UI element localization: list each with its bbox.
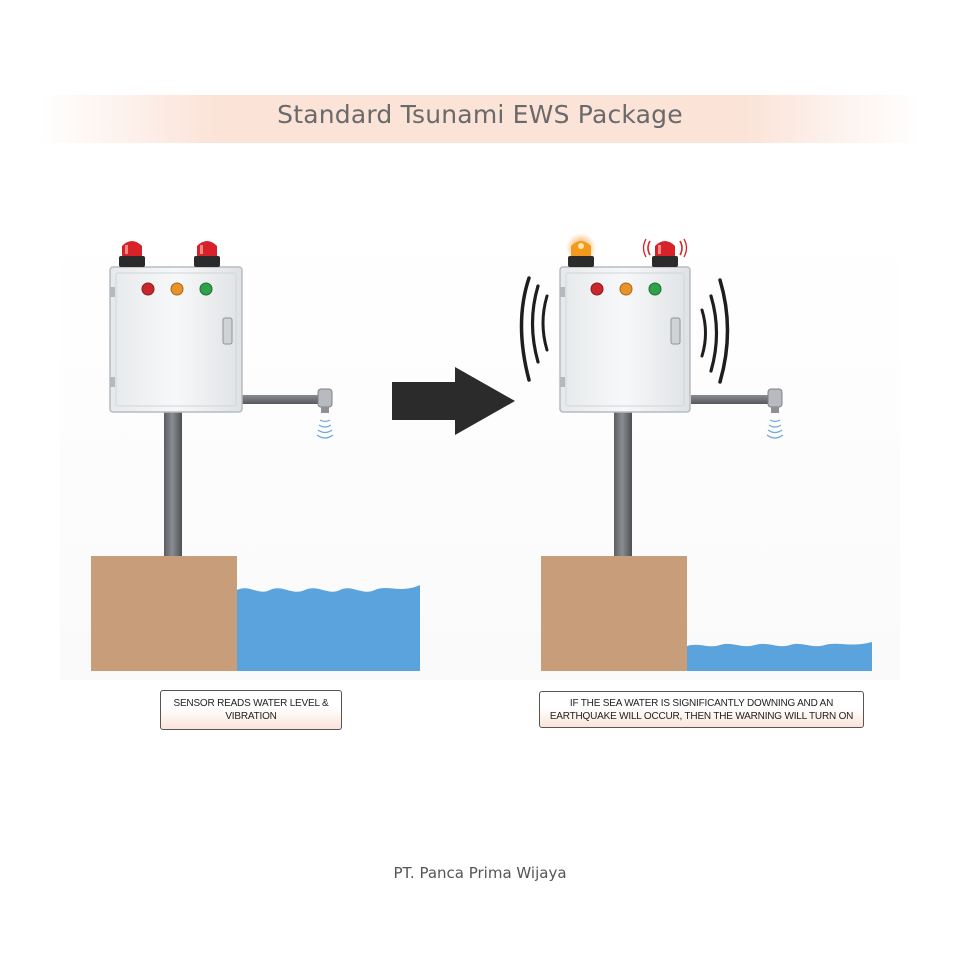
beacon-left-off: [119, 241, 145, 267]
indicator-orange: [619, 282, 633, 296]
beacon-right-off: [194, 241, 220, 267]
control-cabinet: [559, 266, 691, 413]
ground-block: [91, 556, 237, 671]
indicator-green: [199, 282, 213, 296]
caption-before: SENSOR READS WATER LEVEL & VIBRATION: [160, 690, 342, 730]
sensor-signal-icon: [766, 419, 784, 439]
right-arrow-icon: [392, 367, 515, 435]
sensor-arm: [691, 395, 773, 404]
cabinet-handle: [670, 317, 681, 345]
pole: [164, 410, 182, 558]
sensor-signal-icon: [316, 419, 334, 439]
sensor-nozzle: [771, 407, 779, 413]
cabinet-handle: [222, 317, 233, 345]
vibration-waves-icon: [519, 276, 730, 384]
hinge: [110, 287, 115, 297]
sea-water-low: [687, 642, 872, 671]
sensor-arm: [241, 395, 323, 404]
control-cabinet: [109, 266, 243, 413]
page-title: Standard Tsunami EWS Package: [277, 100, 683, 129]
beacon-right-on: [642, 238, 688, 267]
beacon-left-on: [566, 233, 596, 267]
sensor-head: [767, 388, 783, 408]
hinge: [560, 377, 565, 387]
hinge: [560, 287, 565, 297]
company-name: PT. Panca Prima Wijaya: [393, 864, 567, 882]
scene-after: [519, 233, 872, 671]
ground-block: [541, 556, 687, 671]
sensor-head: [317, 388, 333, 408]
sea-water-high: [237, 585, 420, 671]
indicator-red: [590, 282, 604, 296]
hinge: [110, 377, 115, 387]
indicator-orange: [170, 282, 184, 296]
scene-before: [91, 241, 420, 671]
caption-after: IF THE SEA WATER IS SIGNIFICANTLY DOWNIN…: [539, 691, 864, 728]
sensor-nozzle: [321, 407, 329, 413]
indicator-green: [648, 282, 662, 296]
pole: [614, 410, 632, 558]
indicator-red: [141, 282, 155, 296]
title-band: [40, 95, 920, 143]
